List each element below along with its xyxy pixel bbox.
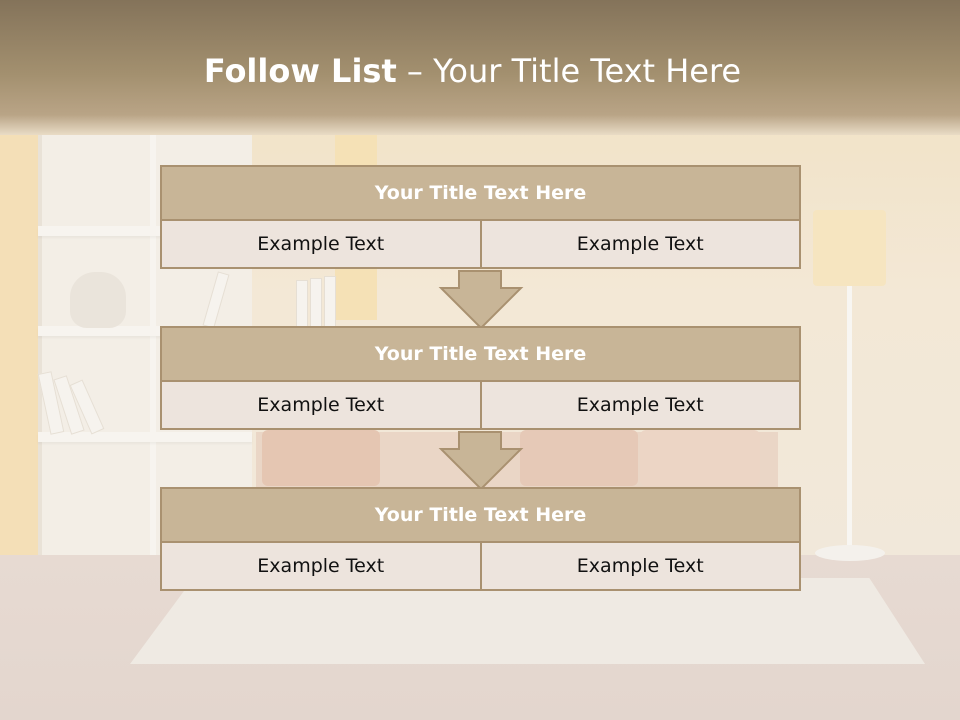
list-step: Your Title Text Here Example Text Exampl… — [160, 165, 801, 269]
book — [324, 276, 336, 328]
cushion — [520, 430, 638, 486]
vase — [70, 272, 126, 328]
cushion — [640, 430, 760, 486]
step-cell-left: Example Text — [160, 380, 482, 430]
list-step: Your Title Text Here Example Text Exampl… — [160, 487, 801, 591]
step-cell-right: Example Text — [479, 541, 801, 591]
floor-lamp-base — [815, 545, 885, 561]
step-cell-left: Example Text — [160, 219, 482, 269]
book — [310, 278, 322, 328]
slide-title-rest: – Your Title Text Here — [406, 52, 742, 90]
wall-accent-panel — [0, 120, 38, 560]
floor-lamp-pole — [847, 286, 852, 548]
bookshelf-divider — [150, 130, 156, 555]
down-arrow-icon — [438, 270, 524, 330]
rug — [130, 578, 925, 664]
bookshelf-board — [38, 326, 252, 336]
bookshelf-board — [38, 432, 252, 442]
step-row: Example Text Example Text — [160, 541, 801, 591]
step-cell-left: Example Text — [160, 541, 482, 591]
list-step: Your Title Text Here Example Text Exampl… — [160, 326, 801, 430]
step-cell-right: Example Text — [479, 219, 801, 269]
cushion — [262, 430, 380, 486]
slide-title-bold: Follow List — [203, 52, 397, 90]
title-bar — [0, 0, 960, 135]
step-cell-right: Example Text — [479, 380, 801, 430]
bookshelf-board — [38, 226, 252, 236]
step-heading: Your Title Text Here — [160, 487, 801, 543]
step-heading: Your Title Text Here — [160, 326, 801, 382]
step-row: Example Text Example Text — [160, 219, 801, 269]
slide-title: Follow List – Your Title Text Here — [0, 52, 945, 90]
step-heading: Your Title Text Here — [160, 165, 801, 221]
floor-lamp-shade — [813, 210, 886, 286]
down-arrow-icon — [438, 431, 524, 491]
step-row: Example Text Example Text — [160, 380, 801, 430]
book — [296, 280, 308, 328]
